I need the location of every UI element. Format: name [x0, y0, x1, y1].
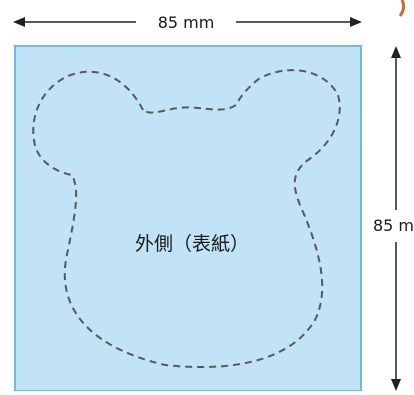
width-dimension: 85 mm	[13, 13, 362, 32]
height-dimension-label: 85 m	[373, 216, 414, 235]
bear-cut-line	[32, 69, 341, 369]
corner-accent	[398, 0, 406, 17]
cover-panel	[14, 45, 362, 392]
width-dimension-label: 85 mm	[158, 13, 215, 32]
height-dimension: 85 m	[373, 46, 414, 391]
center-label: 外側（表紙）	[135, 233, 249, 255]
